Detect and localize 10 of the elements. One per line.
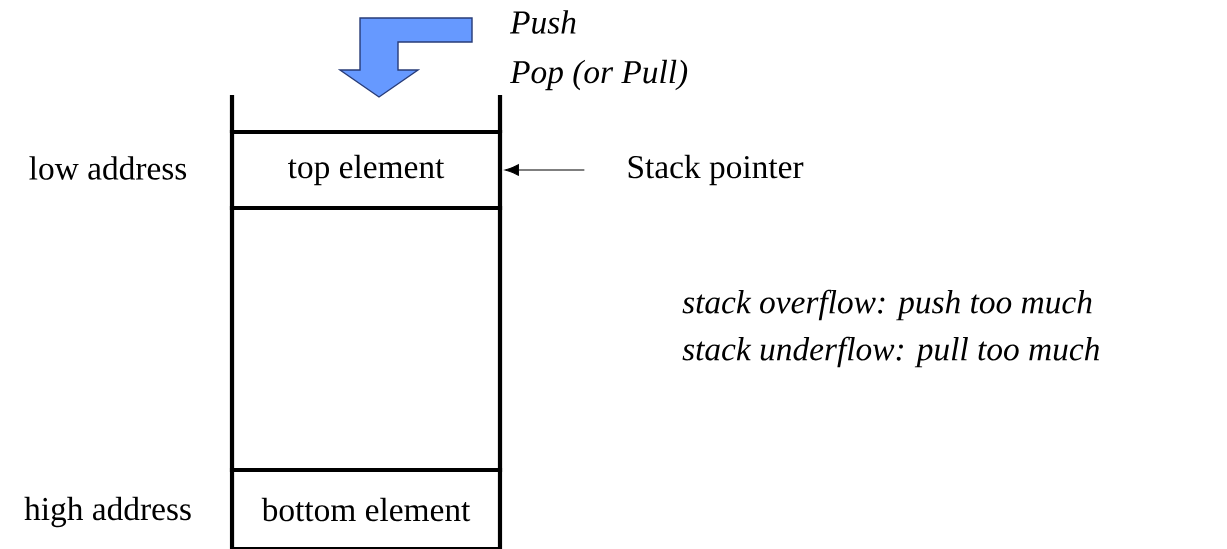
- label-text: stack underflow: pull too much: [682, 336, 1099, 368]
- label-text: stack overflow: push too much: [682, 289, 1092, 321]
- stack-cell: bottom element: [229, 467, 503, 549]
- label-text: Push: [509, 10, 576, 34]
- pointer-label: Stack pointer: [628, 154, 804, 186]
- label-text: Pop (or Pull): [509, 59, 688, 91]
- label-text: high address: [24, 496, 191, 528]
- arrow: [504, 164, 585, 176]
- label-text: low address: [29, 156, 187, 180]
- stack-cell: top element: [229, 129, 503, 211]
